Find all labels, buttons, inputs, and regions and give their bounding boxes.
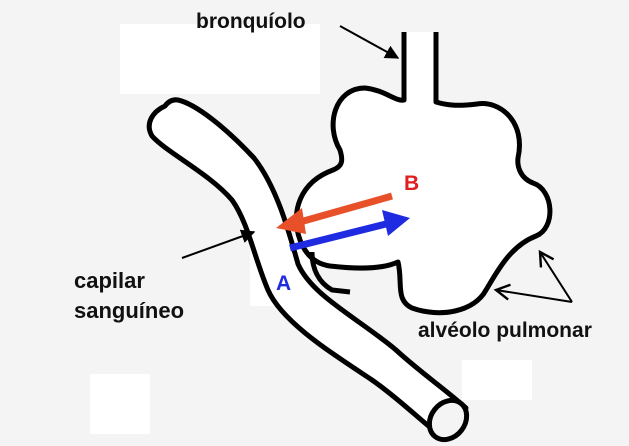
marker-a-label: A [276,272,291,296]
alveolus-shape [296,32,550,313]
capillary-label-line1: capilar [74,266,184,296]
bronchiole-pointer [340,26,398,58]
capillary-label: capilar sanguíneo [74,266,184,326]
alveolus-pointer [540,252,572,302]
background-patch [90,374,150,434]
alveolus-pointer [496,290,572,302]
capillary-pointer [182,232,254,258]
capillary-label-line2: sanguíneo [74,296,184,326]
marker-b-label: B [404,172,419,196]
background-patch [462,360,532,400]
bronchiole-label: bronquíolo [196,9,306,35]
alveolus-label: alvéolo pulmonar [418,318,592,344]
